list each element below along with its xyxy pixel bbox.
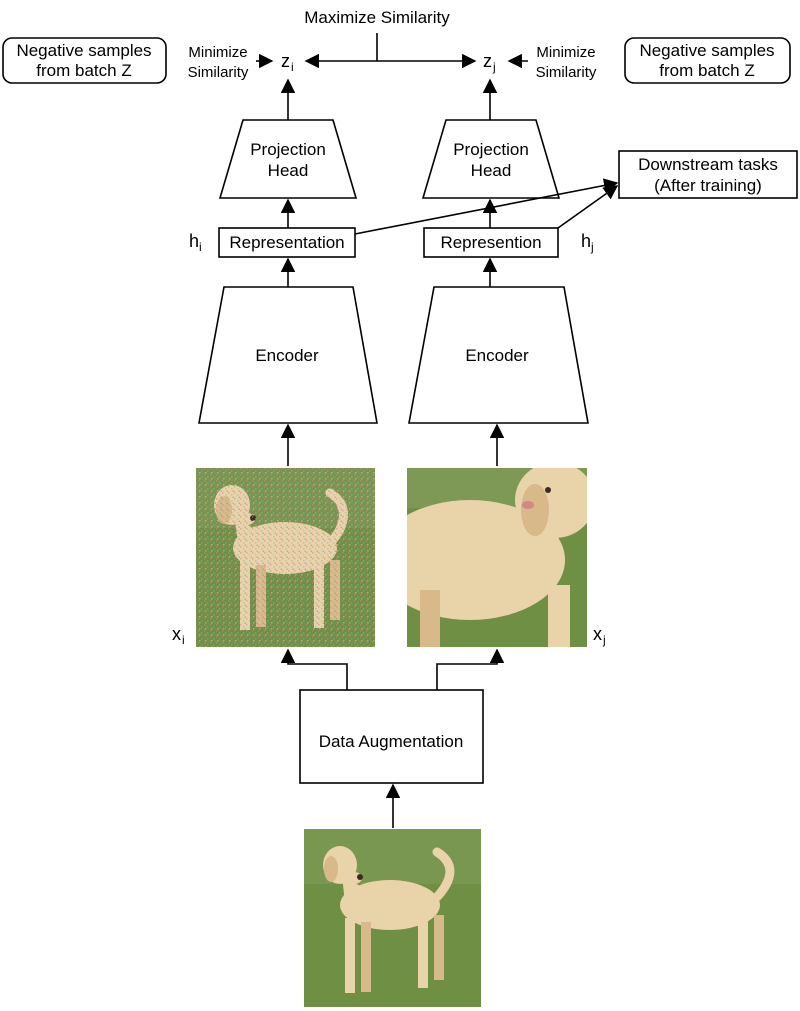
minimize-left-line1: Minimize: [188, 44, 247, 61]
encoder-left: [198, 286, 378, 424]
svg-text:z: z: [281, 51, 290, 71]
svg-text:j: j: [602, 633, 606, 647]
x-j-label: x j: [593, 624, 606, 647]
encoder-right: [408, 286, 589, 424]
svg-text:h: h: [581, 231, 591, 251]
aug-to-left-image-edge: [280, 648, 348, 690]
x-i-label: x i: [172, 624, 185, 647]
encoder-right-label: Encoder: [465, 346, 529, 365]
augmented-image-left: [196, 468, 375, 647]
svg-text:z: z: [483, 51, 492, 71]
negative-samples-left-line2: from batch Z: [36, 61, 131, 80]
svg-text:x: x: [172, 624, 181, 644]
svg-text:h: h: [189, 231, 199, 251]
z-j-label: z j: [483, 51, 496, 74]
rep-left-to-downstream-arrow: [354, 178, 619, 235]
original-image: [304, 829, 481, 1007]
representation-left-box: [218, 227, 356, 258]
downstream-tasks-line2: (After training): [654, 176, 762, 195]
maximize-similarity-label: Maximize Similarity: [304, 8, 450, 27]
projection-head-right-line2: Head: [471, 161, 512, 180]
h-i-label: h i: [189, 231, 202, 254]
downstream-tasks-line1: Downstream tasks: [638, 155, 778, 174]
negative-samples-right-box: [624, 37, 791, 84]
svg-text:j: j: [590, 240, 594, 254]
svg-text:i: i: [291, 60, 294, 74]
projection-head-right: [421, 119, 561, 199]
encoder-left-label: Encoder: [255, 346, 319, 365]
representation-left-label: Representation: [229, 233, 344, 252]
negative-samples-left-line1: Negative samples: [16, 41, 151, 60]
rep-right-to-downstream-arrow: [557, 185, 619, 229]
svg-text:j: j: [492, 60, 496, 74]
svg-text:x: x: [593, 624, 602, 644]
augmented-image-right: [407, 468, 587, 647]
z-i-label: z i: [281, 51, 294, 74]
projection-head-left-line1: Projection: [250, 140, 326, 159]
minimize-right-line1: Minimize: [536, 44, 595, 61]
svg-text:i: i: [182, 633, 185, 647]
projection-head-left: [218, 119, 358, 199]
negative-samples-left-box: [2, 37, 167, 84]
projection-head-right-line1: Projection: [453, 140, 529, 159]
data-augmentation-box: [299, 689, 484, 784]
minimize-left-line2: Similarity: [188, 64, 249, 81]
aug-to-right-image-edge: [436, 648, 505, 690]
representation-right-box: [423, 227, 559, 258]
negative-samples-right-line2: from batch Z: [659, 61, 754, 80]
downstream-tasks-box: [618, 150, 798, 199]
data-augmentation-label: Data Augmentation: [319, 732, 464, 751]
minimize-right-line2: Similarity: [536, 64, 597, 81]
h-j-label: h j: [581, 231, 594, 254]
svg-text:i: i: [199, 240, 202, 254]
negative-samples-right-line1: Negative samples: [639, 41, 774, 60]
projection-head-left-line2: Head: [268, 161, 309, 180]
representation-right-label: Represention: [440, 233, 541, 252]
